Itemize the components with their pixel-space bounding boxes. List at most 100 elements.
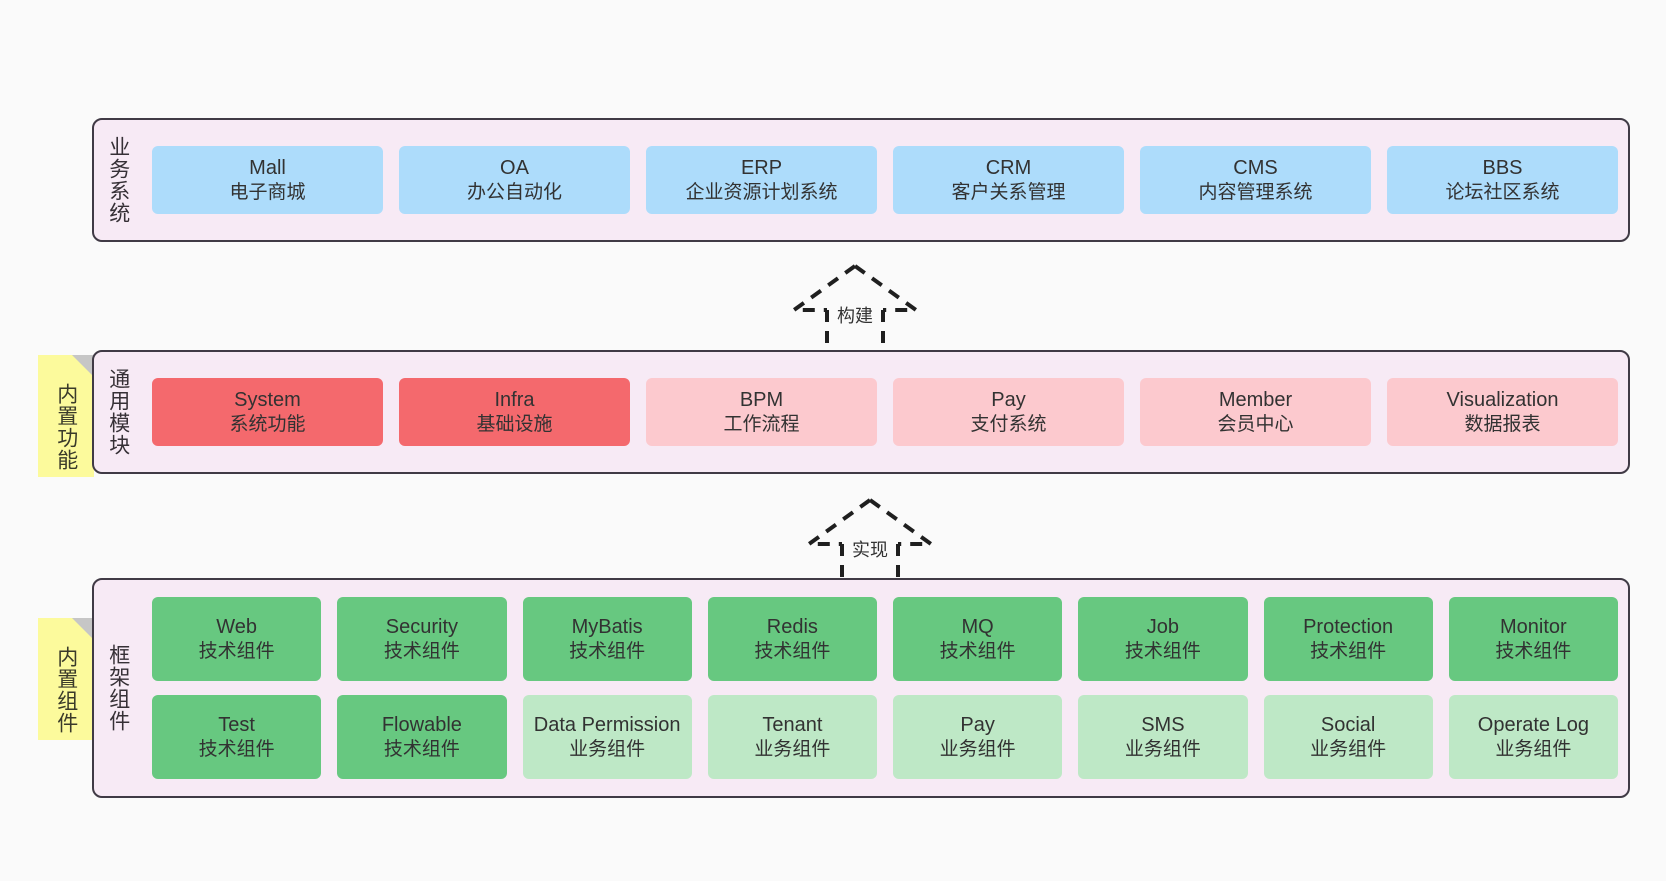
box-title: BPM	[739, 389, 784, 412]
box-subtitle: 工作流程	[723, 413, 800, 435]
layer-title-business-system: 业务系统	[106, 136, 130, 224]
box-subtitle: 技术组件	[198, 640, 275, 662]
box-subtitle: 支付系统	[970, 413, 1047, 435]
box-title: SMS	[1141, 714, 1185, 737]
box-subtitle: 业务组件	[569, 738, 646, 760]
box-title: Test	[218, 714, 255, 737]
box-subtitle: 系统功能	[229, 413, 306, 435]
box-title: Infra	[494, 389, 535, 412]
box-subtitle: 基础设施	[476, 413, 553, 435]
box-title: OA	[500, 157, 529, 180]
box-subtitle: 业务组件	[754, 738, 831, 760]
box-title: Tenant	[762, 714, 823, 737]
box-subtitle: 技术组件	[939, 640, 1016, 662]
note-builtin-component-label: 内置组件	[54, 646, 78, 734]
box-title: Monitor	[1500, 616, 1567, 639]
box-subtitle: 技术组件	[1124, 640, 1201, 662]
note-builtin-function: 内置功能	[38, 355, 94, 477]
box-title: CRM	[985, 157, 1032, 180]
box-title: MQ	[961, 616, 994, 639]
box-subtitle: 技术组件	[1310, 640, 1387, 662]
box-title: Redis	[766, 616, 818, 639]
box-subtitle: 技术组件	[569, 640, 646, 662]
box-title: Social	[1320, 714, 1376, 737]
box-title: System	[234, 389, 301, 412]
box-subtitle: 业务组件	[1124, 738, 1201, 760]
box-title: BBS	[1482, 157, 1523, 180]
note-builtin-component: 内置组件	[38, 618, 94, 740]
box-title: Pay	[991, 389, 1026, 412]
box-subtitle: 技术组件	[383, 738, 460, 760]
box-title: Data Permission	[533, 714, 681, 737]
box-title: ERP	[740, 157, 783, 180]
box-subtitle: 会员中心	[1217, 413, 1294, 435]
layer-title-framework-component: 框架组件	[106, 644, 130, 732]
box-title: Web	[216, 616, 257, 639]
arrowhead-left-edge	[802, 498, 872, 546]
layer-title-common-module: 通用模块	[106, 368, 130, 456]
box-title: Security	[385, 616, 458, 639]
box-title: Pay	[960, 714, 995, 737]
box-subtitle: 企业资源计划系统	[685, 181, 838, 203]
box-subtitle: 业务组件	[1310, 738, 1387, 760]
arrowhead-right-edge	[853, 264, 923, 312]
box-subtitle: 业务组件	[939, 738, 1016, 760]
box-subtitle: 办公自动化	[466, 181, 562, 203]
box-title: MyBatis	[571, 616, 643, 639]
box-subtitle: 内容管理系统	[1198, 181, 1313, 203]
box-subtitle: 技术组件	[198, 738, 275, 760]
box-title: Visualization	[1446, 389, 1559, 412]
arrowhead-right-edge	[868, 498, 938, 546]
box-subtitle: 业务组件	[1495, 738, 1572, 760]
connector-implement: 实现	[795, 496, 945, 588]
box-title: Member	[1218, 389, 1293, 412]
box-subtitle: 数据报表	[1464, 413, 1541, 435]
box-subtitle: 技术组件	[383, 640, 460, 662]
box-subtitle: 客户关系管理	[951, 181, 1066, 203]
note-builtin-function-label: 内置功能	[54, 383, 78, 471]
box-title: Flowable	[381, 714, 462, 737]
box-title: Protection	[1303, 616, 1394, 639]
connector-build: 构建	[780, 262, 930, 354]
box-subtitle: 电子商城	[229, 181, 306, 203]
arrowhead-left-edge	[787, 264, 857, 312]
